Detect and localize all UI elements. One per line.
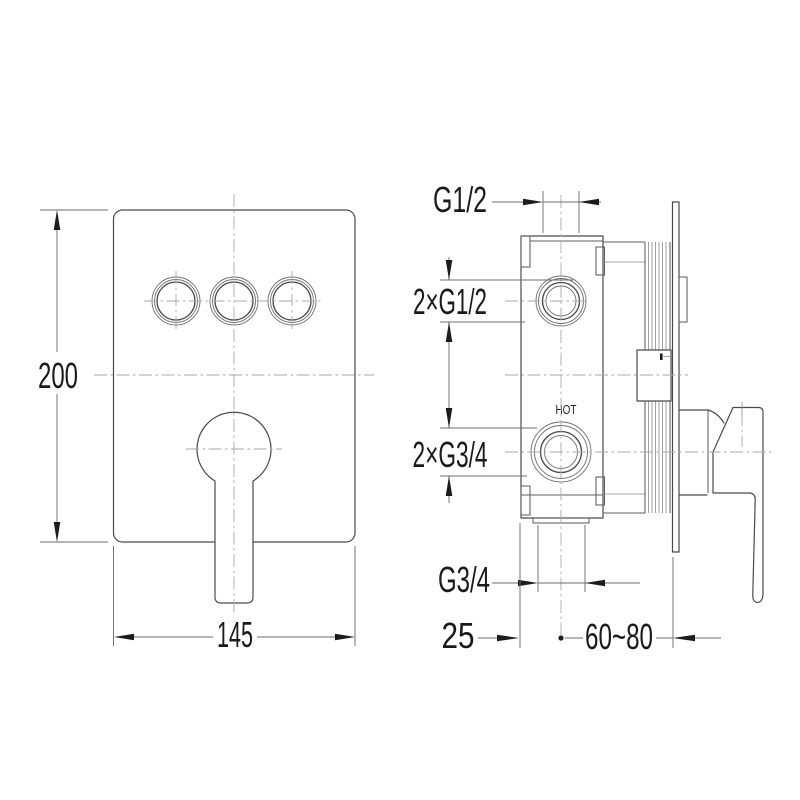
dim-depth-row: 25 60~80 xyxy=(442,523,721,657)
height-label: 200 xyxy=(38,355,78,396)
valve-body xyxy=(520,235,606,524)
center-point-marker xyxy=(558,635,564,641)
mounting-lug-top xyxy=(520,235,531,268)
trim-plate-side xyxy=(671,201,680,553)
dim-lower-ports-2xg34: 2×G3/4 xyxy=(413,408,537,503)
lever-handle-side xyxy=(678,402,764,604)
plate-boss xyxy=(678,276,688,323)
mounting-lug-bottom xyxy=(520,485,531,516)
locking-nut xyxy=(636,349,672,402)
dim-height-200: 200 xyxy=(38,209,108,543)
side-view: HOT xyxy=(505,195,775,635)
lower-ports-label: 2×G3/4 xyxy=(413,434,488,475)
side-ports-label: 2×G1/2 xyxy=(413,281,487,322)
side-centerlines xyxy=(505,195,775,635)
hot-label: HOT xyxy=(556,403,577,417)
dim-bottom-port-g34: G3/4 xyxy=(438,525,640,600)
threaded-collar xyxy=(603,241,673,514)
width-label: 145 xyxy=(217,614,253,655)
front-centerlines xyxy=(94,194,374,614)
dim-top-port-g12: G1/2 xyxy=(433,179,601,233)
boss-bottom-right xyxy=(595,476,606,506)
dim-width-145: 145 xyxy=(113,546,356,655)
boss-top-right xyxy=(595,246,606,276)
depth-label: 25 xyxy=(442,615,475,656)
nut-marker xyxy=(660,353,673,360)
wall-depth-range-label: 60~80 xyxy=(585,616,653,657)
front-view xyxy=(94,194,374,614)
bottom-port-label: G3/4 xyxy=(438,559,490,600)
top-port-label: G1/2 xyxy=(433,179,487,220)
